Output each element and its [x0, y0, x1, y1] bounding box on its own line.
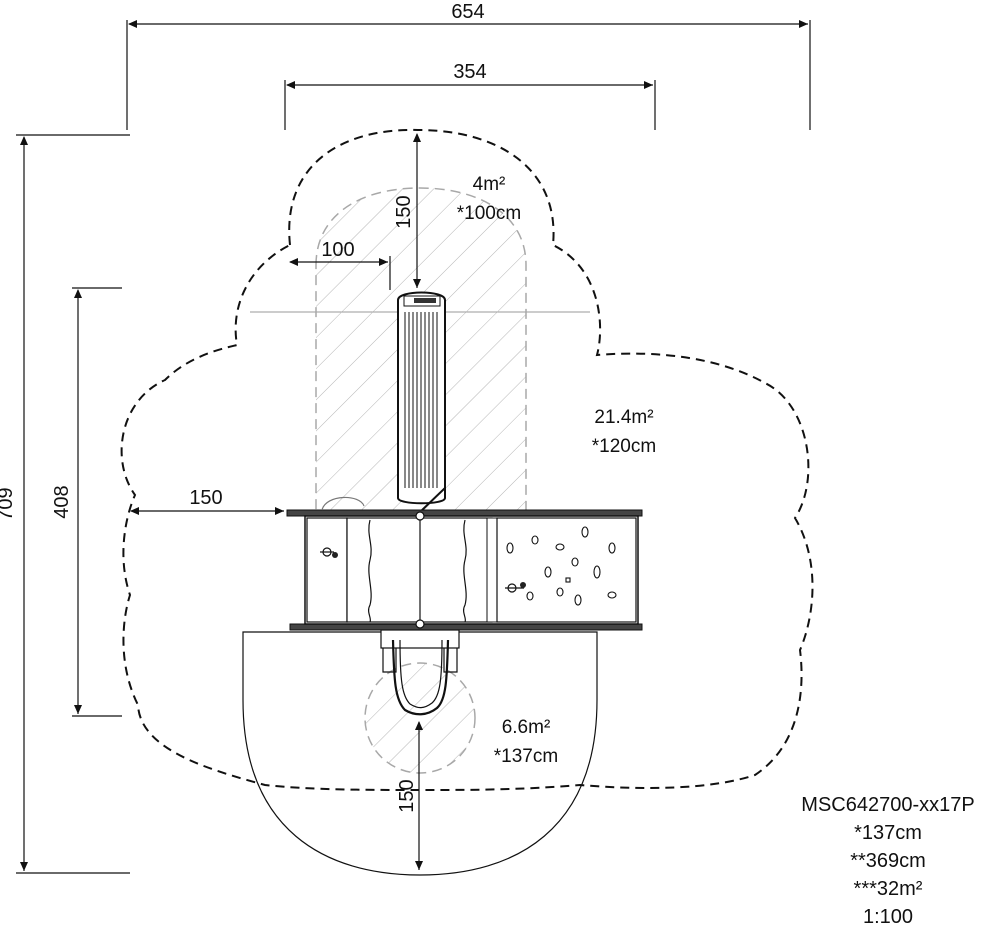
- info-line-2: **369cm: [850, 850, 926, 872]
- tube-slide: [397, 291, 446, 513]
- info-line-1: *137cm: [854, 822, 922, 844]
- bottom-zone-height: *137cm: [494, 746, 558, 767]
- bottom-clearance-label: 150: [396, 779, 418, 812]
- overall-width-label: 654: [451, 1, 484, 23]
- overall-height-label: 709: [0, 487, 17, 520]
- top-rail: [286, 509, 643, 517]
- top-zone-height: *100cm: [457, 203, 521, 224]
- bottom-solid-zone: [242, 631, 598, 876]
- inner-width-label: 354: [453, 61, 486, 83]
- bottom-slide: [380, 629, 460, 716]
- top-zone-area: 4m²: [473, 174, 506, 195]
- safety-zones: [120, 128, 814, 876]
- bottom-rail: [289, 623, 643, 631]
- top-clearance-label: 150: [393, 195, 415, 228]
- side-clearance-label: 100: [321, 239, 354, 261]
- dimension-lines: [16, 20, 811, 874]
- model-number: MSC642700-xx17P: [801, 794, 974, 816]
- climbing-holds: [506, 526, 617, 606]
- bottom-zone-area: 6.6m²: [502, 717, 551, 738]
- info-block: MSC642700-xx17P *137cm **369cm ***32m² 1…: [801, 794, 974, 928]
- climbing-wall: [496, 517, 637, 623]
- structure-height-label: 408: [51, 485, 73, 518]
- bottom-hatched-zone: [364, 662, 476, 774]
- left-panel: [306, 517, 348, 623]
- main-zone-area: 21.4m²: [594, 407, 653, 428]
- scale-label: 1:100: [863, 906, 913, 928]
- info-line-3: ***32m²: [854, 878, 923, 900]
- left-clearance-label: 150: [189, 487, 222, 509]
- main-zone-height: *120cm: [592, 436, 656, 457]
- play-equipment: [286, 291, 643, 716]
- main-safety-boundary: [120, 128, 814, 791]
